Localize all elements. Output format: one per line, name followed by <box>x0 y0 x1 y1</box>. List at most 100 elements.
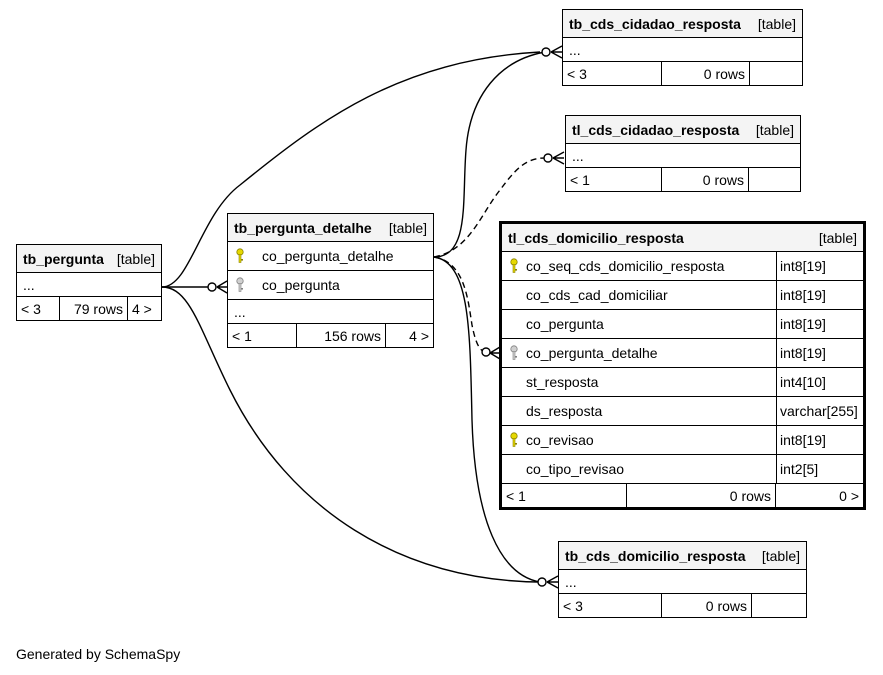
parents-count[interactable]: < 3 <box>567 65 587 82</box>
column-type: int8[19] <box>776 281 863 309</box>
table-name: tl_cds_domicilio_resposta <box>508 229 684 246</box>
column-name: co_pergunta <box>526 316 604 332</box>
columns-collapsed: ... <box>228 300 433 324</box>
column-name: co_cds_cad_domiciliar <box>526 287 668 303</box>
edge-detalhe-tl-cidadao <box>433 157 546 258</box>
row-count: 0 rows <box>661 62 749 85</box>
edge-end-circle <box>207 282 217 292</box>
table-tb-pergunta[interactable]: tb_pergunta [table] ... < 3 79 rows 4 > <box>16 244 162 321</box>
children-count[interactable] <box>748 168 800 191</box>
crowfoot <box>546 575 559 589</box>
edge-pergunta-cidadao <box>161 51 541 288</box>
edge-end-circle <box>537 577 547 587</box>
column-name: st_resposta <box>526 374 599 390</box>
column-name: co_pergunta_detalhe <box>262 248 394 264</box>
crowfoot <box>489 346 501 360</box>
children-count[interactable]: 4 > <box>385 324 433 347</box>
table-type: [table] <box>388 219 427 236</box>
table-footer: < 1 0 rows 0 > <box>502 484 863 507</box>
columns-collapsed: ... <box>559 570 806 594</box>
crowfoot <box>550 45 563 59</box>
table-tb-cds-cidadao-resposta[interactable]: tb_cds_cidadao_resposta [table] ... < 3 … <box>562 9 803 86</box>
table-header: tl_cds_domicilio_resposta [table] <box>502 224 863 252</box>
table-type: [table] <box>755 121 794 138</box>
table-name: tl_cds_cidadao_resposta <box>572 121 740 138</box>
edge-end-circle <box>543 153 553 163</box>
column-type: int4[10] <box>776 368 863 396</box>
column-name: co_tipo_revisao <box>526 461 625 477</box>
row-count: 156 rows <box>296 324 385 347</box>
row-count: 0 rows <box>661 594 751 617</box>
generator-credit: Generated by SchemaSpy <box>16 646 181 662</box>
edge-detalhe-tl-domicilio <box>433 256 489 354</box>
column-row[interactable]: co_revisao int8[19] <box>502 426 863 455</box>
columns-collapsed: ... <box>566 144 800 168</box>
row-count: 79 rows <box>59 297 127 320</box>
column-row[interactable]: co_pergunta_detalhe int8[19] <box>502 339 863 368</box>
parents-count[interactable]: < 1 <box>506 487 526 504</box>
table-tl-cds-cidadao-resposta[interactable]: tl_cds_cidadao_resposta [table] ... < 1 … <box>565 115 801 192</box>
column-row[interactable]: co_pergunta int8[19] <box>502 310 863 339</box>
column-type: int8[19] <box>776 426 863 454</box>
primary-key-icon <box>502 432 526 448</box>
column-name: co_seq_cds_domicilio_resposta <box>526 258 725 274</box>
children-count[interactable] <box>749 62 802 85</box>
primary-key-icon <box>502 258 526 274</box>
table-footer: < 1 0 rows <box>566 168 800 191</box>
parents-count[interactable]: < 1 <box>232 327 252 344</box>
table-header: tb_pergunta_detalhe [table] <box>228 214 433 242</box>
column-row[interactable]: co_pergunta_detalhe <box>228 242 433 271</box>
table-header: tl_cds_cidadao_resposta [table] <box>566 116 800 144</box>
column-type: int8[19] <box>776 310 863 338</box>
table-tb-pergunta-detalhe[interactable]: tb_pergunta_detalhe [table] co_pergunta_… <box>227 213 434 348</box>
table-header: tb_cds_cidadao_resposta [table] <box>563 10 802 38</box>
table-name: tb_pergunta_detalhe <box>234 219 372 236</box>
column-row[interactable]: co_seq_cds_domicilio_resposta int8[19] <box>502 252 863 281</box>
table-type: [table] <box>818 229 857 246</box>
parents-count[interactable]: < 1 <box>570 171 590 188</box>
column-name: co_pergunta <box>262 277 340 293</box>
crowfoot <box>552 151 565 165</box>
primary-key-icon <box>228 248 252 264</box>
table-tb-cds-domicilio-resposta[interactable]: tb_cds_domicilio_resposta [table] ... < … <box>558 541 807 618</box>
column-row[interactable]: st_resposta int4[10] <box>502 368 863 397</box>
column-name: co_pergunta_detalhe <box>526 345 658 361</box>
edge-end-circle <box>541 47 551 57</box>
column-row[interactable]: ds_resposta varchar[255] <box>502 397 863 426</box>
table-type: [table] <box>757 15 796 32</box>
table-name: tb_pergunta <box>23 250 104 267</box>
table-footer: < 3 0 rows <box>563 62 802 85</box>
table-name: tb_cds_cidadao_resposta <box>569 15 741 32</box>
column-row[interactable]: co_cds_cad_domiciliar int8[19] <box>502 281 863 310</box>
table-footer: < 3 0 rows <box>559 594 806 617</box>
columns-collapsed: ... <box>17 273 161 297</box>
table-type: [table] <box>761 547 800 564</box>
table-footer: < 3 79 rows 4 > <box>17 297 161 320</box>
table-header: tb_cds_domicilio_resposta [table] <box>559 542 806 570</box>
table-name: tb_cds_domicilio_resposta <box>565 547 746 564</box>
children-count[interactable]: 0 > <box>775 484 863 507</box>
column-name: co_revisao <box>526 432 594 448</box>
foreign-key-icon <box>228 277 252 293</box>
column-row[interactable]: co_pergunta <box>228 271 433 300</box>
table-tl-cds-domicilio-resposta[interactable]: tl_cds_domicilio_resposta [table] co_seq… <box>499 221 866 510</box>
crowfoot <box>216 280 228 294</box>
column-type: int2[5] <box>776 455 863 483</box>
column-name: ds_resposta <box>526 403 603 419</box>
parents-count[interactable]: < 3 <box>563 597 583 614</box>
foreign-key-icon <box>502 345 526 361</box>
table-header: tb_pergunta [table] <box>17 245 161 273</box>
column-type: int8[19] <box>776 339 863 367</box>
parents-count[interactable]: < 3 <box>21 300 41 317</box>
column-row[interactable]: co_tipo_revisao int2[5] <box>502 455 863 484</box>
columns-collapsed: ... <box>563 38 802 62</box>
row-count: 0 rows <box>661 168 748 191</box>
children-count[interactable]: 4 > <box>127 297 161 320</box>
edge-detalhe-cidadao <box>433 51 546 258</box>
edge-detalhe-domicilio <box>433 256 541 583</box>
children-count[interactable] <box>751 594 806 617</box>
edge-end-circle <box>481 347 491 357</box>
column-type: int8[19] <box>776 252 863 280</box>
table-footer: < 1 156 rows 4 > <box>228 324 433 347</box>
